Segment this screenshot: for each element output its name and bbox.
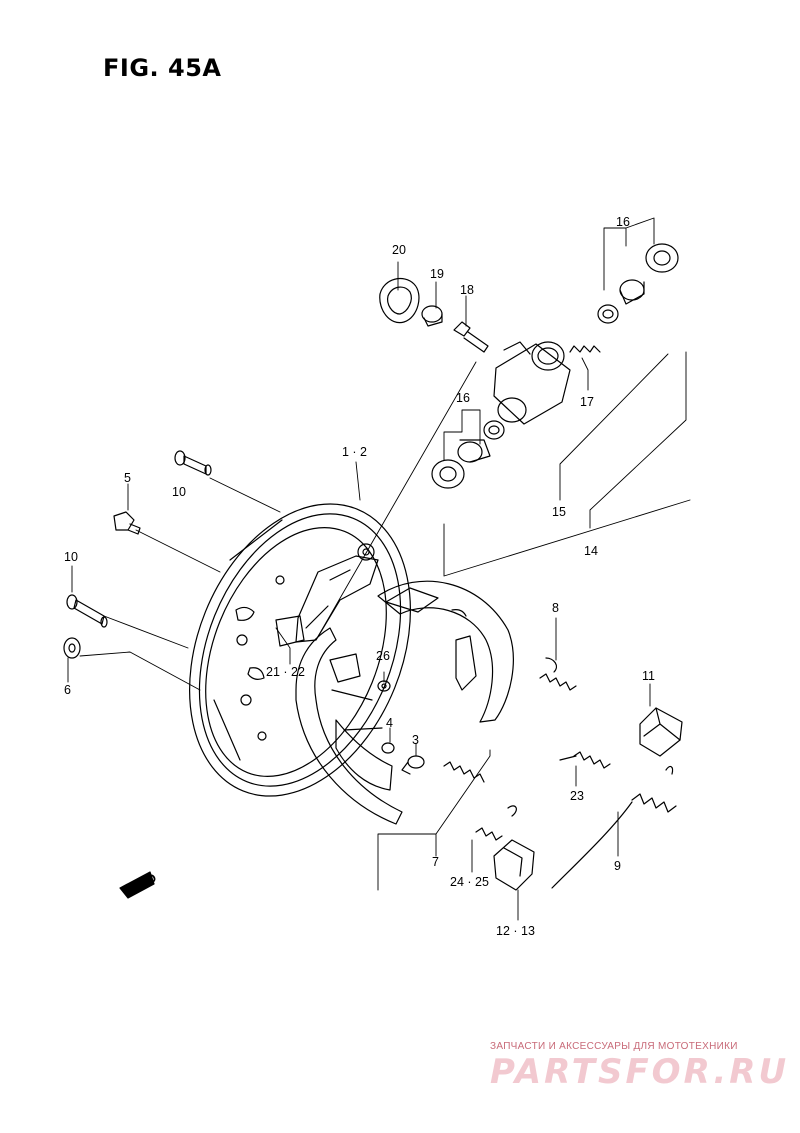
bleeder-18	[453, 321, 489, 353]
brake-shoe-upper	[377, 580, 514, 723]
callout-16-lower: 16	[456, 391, 470, 405]
piston-16-lower	[457, 439, 491, 463]
spring-8	[539, 657, 577, 691]
fwd-label: FWD	[127, 871, 159, 897]
washer-4	[381, 742, 395, 754]
nut-6	[63, 637, 81, 659]
bolt-3	[401, 755, 425, 775]
bolt-10-lower	[66, 594, 108, 628]
bolt-5	[113, 511, 141, 535]
callout-labels: 1 · 2 3 4 5 6 7 8 9 10 10 11 12 · 13 14 …	[64, 215, 655, 938]
piston-16-upper	[619, 279, 645, 305]
wheel-cylinder-body	[493, 341, 571, 425]
gasket-20	[379, 277, 420, 324]
spring-17	[569, 345, 601, 353]
callout-9: 9	[614, 859, 621, 873]
brake-shoe-lower	[295, 627, 403, 825]
watermark-logo: PARTSFOR.RU	[490, 1052, 790, 1092]
callout-3: 3	[412, 733, 419, 747]
fwd-arrow: FWD	[119, 871, 159, 899]
callout-12-13: 12 · 13	[496, 924, 535, 938]
callout-1-2: 1 · 2	[342, 445, 367, 459]
callout-8: 8	[552, 601, 559, 615]
callout-18: 18	[460, 283, 474, 297]
figure-title: FIG. 45A	[103, 54, 222, 82]
cap-19	[421, 305, 443, 327]
callout-21-22: 21 · 22	[266, 665, 305, 679]
callout-7: 7	[432, 855, 439, 869]
callout-16-upper: 16	[616, 215, 630, 229]
callout-6: 6	[64, 683, 71, 697]
clip-12-13	[493, 839, 535, 891]
boot-16-upper	[645, 243, 679, 273]
callout-17: 17	[580, 395, 594, 409]
callout-10-lower: 10	[64, 550, 78, 564]
callout-20: 20	[392, 243, 406, 257]
callout-15: 15	[552, 505, 566, 519]
callout-11: 11	[642, 669, 655, 683]
bolt-10-upper	[174, 450, 212, 476]
callout-26: 26	[376, 649, 390, 663]
callout-14: 14	[584, 544, 598, 558]
spring-9	[551, 765, 677, 889]
spring-23	[559, 751, 611, 769]
callout-10-upper: 10	[172, 485, 186, 499]
callout-23: 23	[570, 789, 584, 803]
callout-5: 5	[124, 471, 131, 485]
callout-24-25: 24 · 25	[450, 875, 489, 889]
spring-24-25	[475, 805, 517, 841]
boot-16-lower	[431, 459, 465, 489]
clip-11	[639, 707, 683, 757]
part-26	[377, 680, 391, 692]
watermark-tagline: ЗАПЧАСТИ И АКСЕССУАРЫ ДЛЯ МОТОТЕХНИКИ	[490, 1041, 738, 1052]
cup-lower	[483, 420, 505, 440]
spring-center	[443, 761, 485, 783]
cup-17-upper	[597, 304, 619, 324]
callout-19: 19	[430, 267, 444, 281]
backing-plate	[189, 503, 411, 797]
callout-4: 4	[386, 716, 393, 730]
leader-lines	[67, 217, 691, 921]
